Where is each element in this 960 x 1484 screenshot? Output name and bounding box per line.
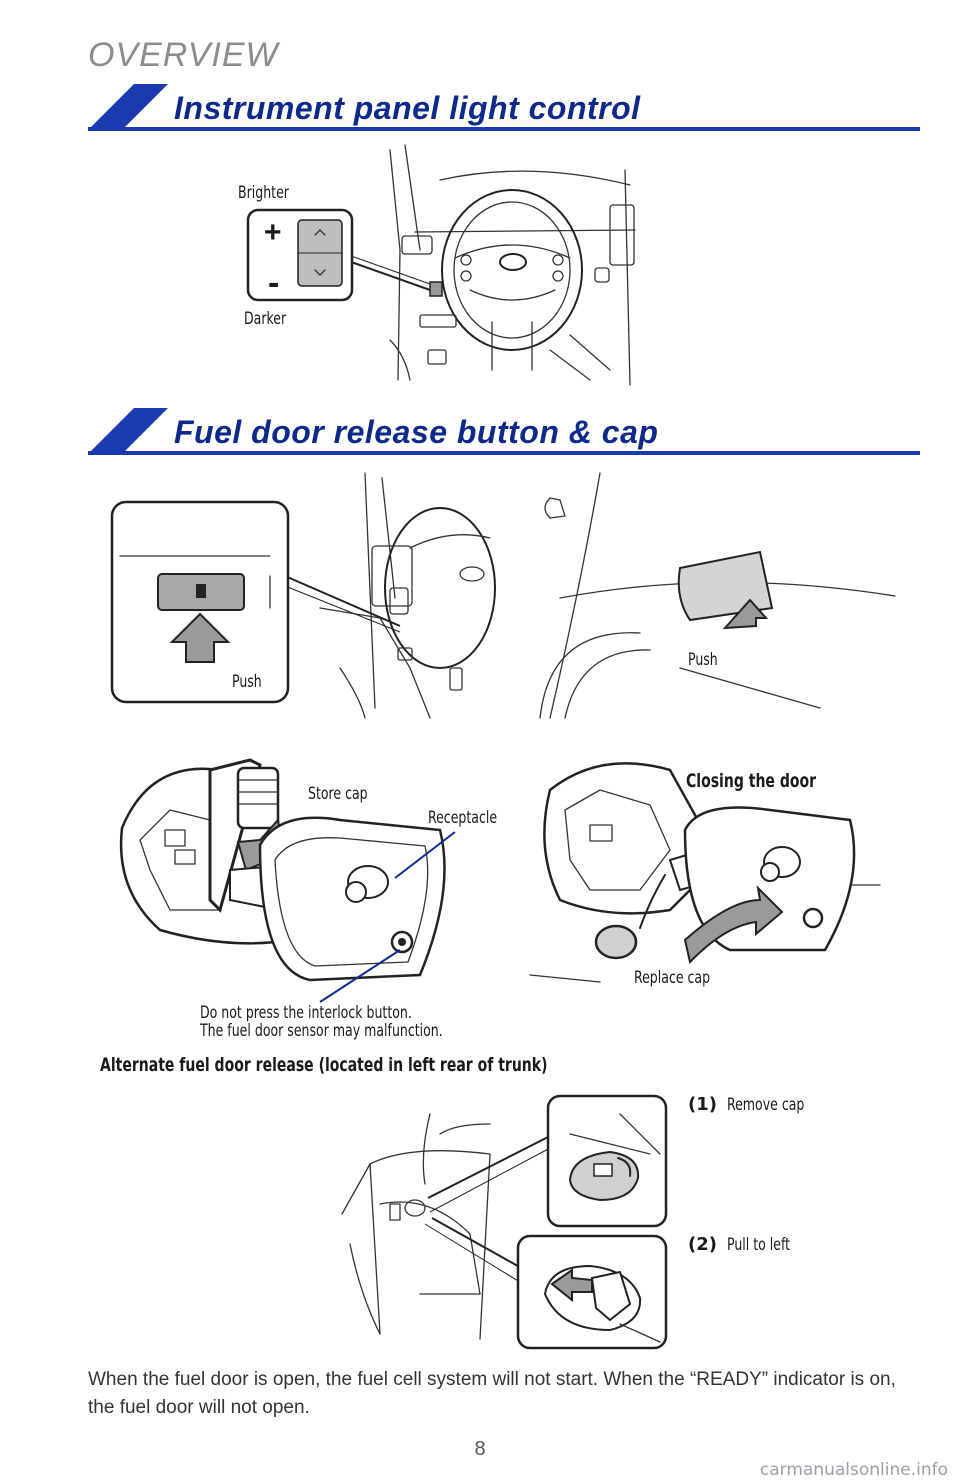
- interlock-warning: Do not press the interlock button. The f…: [200, 1004, 443, 1040]
- fuel-cap-store-drawing: [119, 758, 456, 1003]
- step-1: (1) Remove cap: [688, 1094, 822, 1115]
- alternate-release-heading: Alternate fuel door release (located in …: [100, 1054, 548, 1076]
- watermark: carmanualsonline.info: [759, 1460, 948, 1480]
- step-1-number: (1): [688, 1094, 717, 1115]
- fuel-door-button-illustration: Push: [110, 468, 496, 719]
- warning-line-2: The fuel door sensor may malfunction.: [200, 1021, 443, 1041]
- store-cap-label: Store cap: [308, 784, 368, 804]
- trunk-release-illustration: [320, 1094, 670, 1350]
- step-2-number: (2): [688, 1234, 717, 1255]
- fuel-button-drawing: [110, 472, 496, 719]
- plus-sign: +: [264, 216, 282, 249]
- closing-door-drawing: [529, 762, 881, 983]
- darker-label: Darker: [244, 309, 287, 329]
- minus-sign: -: [268, 264, 280, 302]
- section-header-instrument-panel: Instrument panel light control: [88, 84, 920, 140]
- receptacle-label: Receptacle: [428, 808, 498, 828]
- step-2-text: Pull to left: [727, 1235, 791, 1255]
- section-header-fuel-door: Fuel door release button & cap: [88, 408, 920, 464]
- closing-door-illustration: [520, 750, 920, 1000]
- dashboard-drawing: [246, 144, 636, 386]
- replace-cap-label: Replace cap: [634, 968, 711, 988]
- fuel-door-note: When the fuel door is open, the fuel cel…: [88, 1369, 896, 1418]
- push-label-right: Push: [688, 650, 718, 670]
- section-title: Instrument panel light control: [174, 90, 641, 126]
- instrument-panel-illustration: + -: [230, 140, 640, 388]
- section-bar-graphic: [88, 408, 920, 455]
- step-1-text: Remove cap: [727, 1095, 805, 1115]
- section-title: Fuel door release button & cap: [174, 414, 659, 450]
- brighter-label: Brighter: [238, 183, 289, 203]
- car-side-drawing: [539, 472, 896, 719]
- section-bar-graphic: [88, 84, 920, 131]
- closing-door-heading: Closing the door: [686, 770, 817, 792]
- push-label-left: Push: [232, 672, 262, 692]
- page-number: 8: [474, 1438, 486, 1460]
- step-2: (2) Pull to left: [688, 1234, 804, 1255]
- trunk-drawing: [341, 1094, 668, 1350]
- warning-line-1: Do not press the interlock button.: [200, 1003, 412, 1023]
- store-cap-illustration: [110, 750, 510, 1003]
- fuel-door-exterior-illustration: Push: [520, 468, 920, 719]
- section-label: OVERVIEW: [88, 36, 279, 74]
